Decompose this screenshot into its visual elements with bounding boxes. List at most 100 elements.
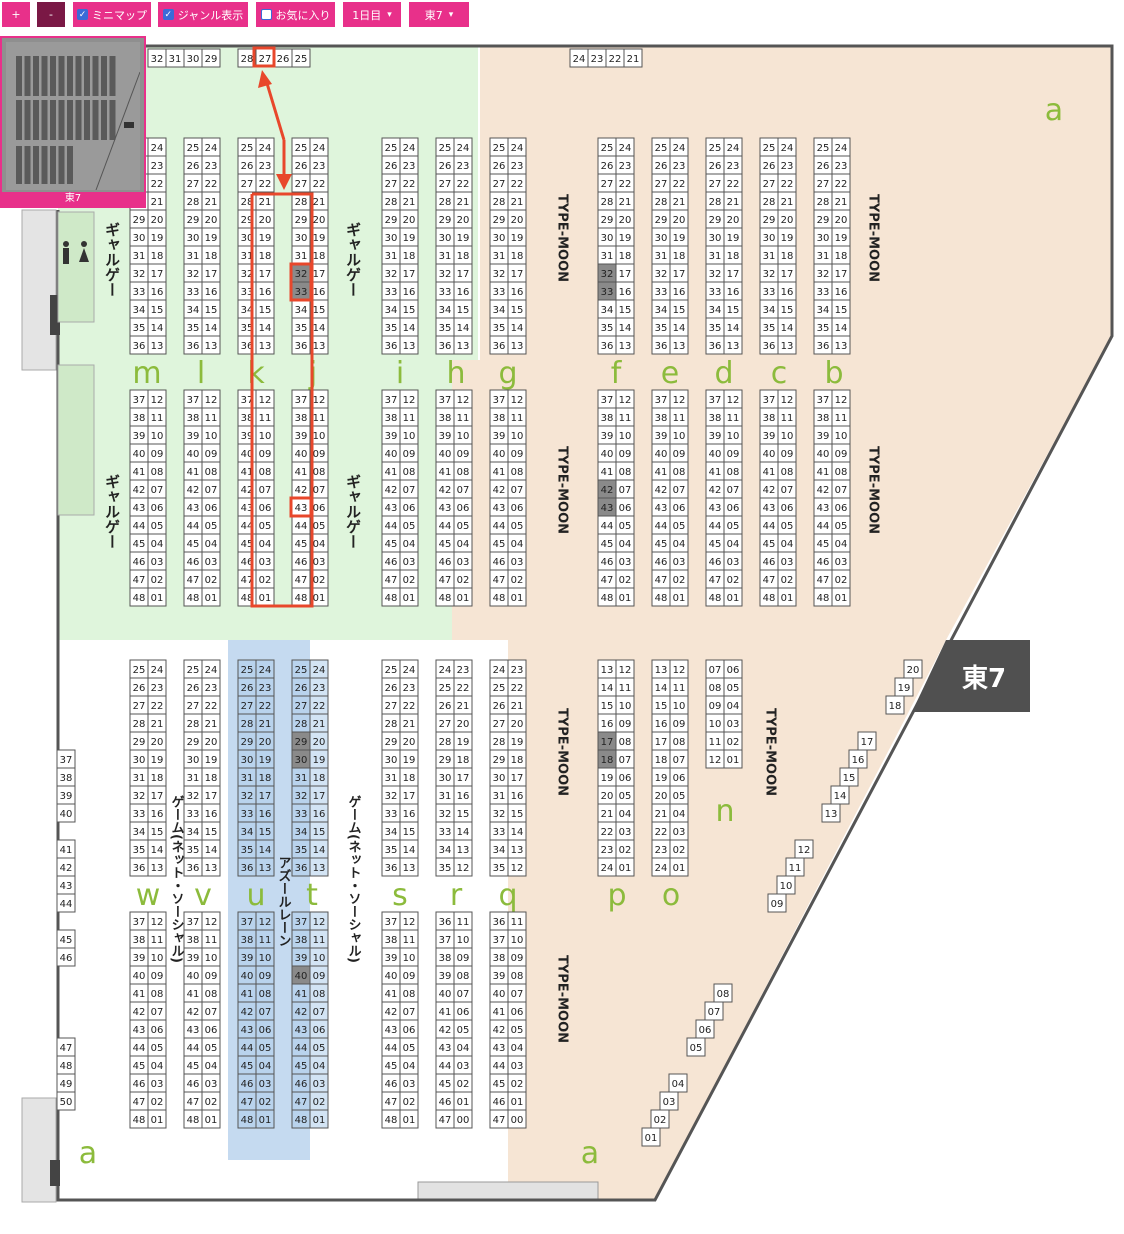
circle-space[interactable]: 37 xyxy=(183,911,203,931)
circle-space[interactable]: 43 xyxy=(291,497,311,517)
circle-space[interactable]: 26 xyxy=(489,155,509,175)
circle-space[interactable]: 31 xyxy=(651,245,671,265)
circle-space[interactable]: 21 xyxy=(399,713,419,733)
circle-space[interactable]: 41 xyxy=(759,461,779,481)
circle-space[interactable]: 14 xyxy=(453,821,473,841)
circle-space[interactable]: 39 xyxy=(489,425,509,445)
circle-space[interactable]: 08 xyxy=(201,983,221,1003)
circle-space[interactable]: 33 xyxy=(813,281,833,301)
circle-space[interactable]: 19 xyxy=(831,227,851,247)
circle-space[interactable]: 33 xyxy=(597,281,617,301)
circle-space[interactable]: 11 xyxy=(255,929,275,949)
circle-space[interactable]: 20 xyxy=(777,209,797,229)
circle-space[interactable]: 10 xyxy=(507,425,527,445)
circle-space[interactable]: 08 xyxy=(705,677,725,697)
circle-space[interactable]: 17 xyxy=(453,767,473,787)
circle-space[interactable]: 05 xyxy=(831,515,851,535)
circle-space[interactable]: 16 xyxy=(848,749,868,769)
circle-space[interactable]: 23 xyxy=(453,659,473,679)
circle-space[interactable]: 09 xyxy=(147,965,167,985)
circle-space[interactable]: 39 xyxy=(597,425,617,445)
circle-space[interactable]: 12 xyxy=(615,659,635,679)
circle-space[interactable]: 41 xyxy=(291,983,311,1003)
circle-space[interactable]: 11 xyxy=(705,731,725,751)
circle-space[interactable]: 19 xyxy=(669,227,689,247)
circle-space[interactable]: 48 xyxy=(381,1109,401,1129)
circle-space[interactable]: 37 xyxy=(129,389,149,409)
circle-space[interactable]: 14 xyxy=(830,785,850,805)
circle-space[interactable]: 40 xyxy=(759,443,779,463)
circle-space[interactable]: 20 xyxy=(201,209,221,229)
circle-space[interactable]: 32 xyxy=(291,263,311,283)
circle-space[interactable]: 38 xyxy=(813,407,833,427)
circle-space[interactable]: 47 xyxy=(183,569,203,589)
circle-space[interactable]: 42 xyxy=(813,479,833,499)
circle-space[interactable]: 06 xyxy=(669,767,689,787)
circle-space[interactable]: 37 xyxy=(489,929,509,949)
circle-space[interactable]: 24 xyxy=(435,659,455,679)
circle-space[interactable]: 40 xyxy=(183,443,203,463)
circle-space[interactable]: 34 xyxy=(129,821,149,841)
circle-space[interactable]: 43 xyxy=(759,497,779,517)
circle-space[interactable]: 12 xyxy=(705,749,725,769)
circle-space[interactable]: 08 xyxy=(399,461,419,481)
circle-space[interactable]: 43 xyxy=(489,1037,509,1057)
circle-space[interactable]: 06 xyxy=(453,497,473,517)
circle-space[interactable]: 30 xyxy=(129,749,149,769)
circle-space[interactable]: 48 xyxy=(813,587,833,607)
circle-space[interactable]: 02 xyxy=(615,569,635,589)
circle-space[interactable]: 26 xyxy=(381,677,401,697)
circle-space[interactable]: 21 xyxy=(255,713,275,733)
circle-space[interactable]: 38 xyxy=(435,947,455,967)
circle-space[interactable]: 01 xyxy=(723,749,743,769)
circle-space[interactable]: 13 xyxy=(597,659,617,679)
circle-space[interactable]: 13 xyxy=(723,335,743,355)
circle-space[interactable]: 06 xyxy=(777,497,797,517)
circle-space[interactable]: 04 xyxy=(723,533,743,553)
circle-space[interactable]: 43 xyxy=(129,497,149,517)
circle-space[interactable]: 03 xyxy=(669,551,689,571)
circle-space[interactable]: 03 xyxy=(777,551,797,571)
circle-space[interactable]: 17 xyxy=(201,785,221,805)
circle-space[interactable]: 01 xyxy=(147,587,167,607)
circle-space[interactable]: 34 xyxy=(183,299,203,319)
circle-space[interactable]: 40 xyxy=(651,443,671,463)
circle-space[interactable]: 10 xyxy=(723,425,743,445)
circle-space[interactable]: 26 xyxy=(489,695,509,715)
circle-space[interactable]: 32 xyxy=(651,263,671,283)
circle-space[interactable]: 11 xyxy=(453,911,473,931)
circle-space[interactable]: 32 xyxy=(129,785,149,805)
circle-space[interactable]: 35 xyxy=(183,317,203,337)
circle-space[interactable]: 44 xyxy=(813,515,833,535)
circle-space[interactable]: 12 xyxy=(831,389,851,409)
circle-space[interactable]: 21 xyxy=(201,713,221,733)
circle-space[interactable]: 09 xyxy=(777,443,797,463)
circle-space[interactable]: 18 xyxy=(669,245,689,265)
circle-space[interactable]: 02 xyxy=(453,569,473,589)
circle-space[interactable]: 33 xyxy=(435,821,455,841)
circle-space[interactable]: 16 xyxy=(507,785,527,805)
circle-space[interactable]: 28 xyxy=(489,731,509,751)
circle-space[interactable]: 11 xyxy=(147,929,167,949)
circle-space[interactable]: 31 xyxy=(435,785,455,805)
circle-space[interactable]: 47 xyxy=(56,1037,76,1057)
circle-space[interactable]: 28 xyxy=(291,713,311,733)
circle-space[interactable]: 42 xyxy=(129,1001,149,1021)
circle-space[interactable]: 24 xyxy=(507,137,527,157)
circle-space[interactable]: 02 xyxy=(669,839,689,859)
circle-space[interactable]: 06 xyxy=(831,497,851,517)
circle-space[interactable]: 48 xyxy=(237,1109,257,1129)
circle-space[interactable]: 10 xyxy=(705,713,725,733)
circle-space[interactable]: 09 xyxy=(507,947,527,967)
circle-space[interactable]: 29 xyxy=(381,731,401,751)
circle-space[interactable]: 18 xyxy=(399,245,419,265)
circle-space[interactable]: 06 xyxy=(615,767,635,787)
circle-space[interactable]: 19 xyxy=(399,749,419,769)
circle-space[interactable]: 09 xyxy=(201,443,221,463)
circle-space[interactable]: 22 xyxy=(507,677,527,697)
circle-space[interactable]: 05 xyxy=(777,515,797,535)
circle-space[interactable]: 07 xyxy=(399,479,419,499)
circle-space[interactable]: 37 xyxy=(435,929,455,949)
circle-space[interactable]: 10 xyxy=(255,425,275,445)
circle-space[interactable]: 41 xyxy=(129,461,149,481)
